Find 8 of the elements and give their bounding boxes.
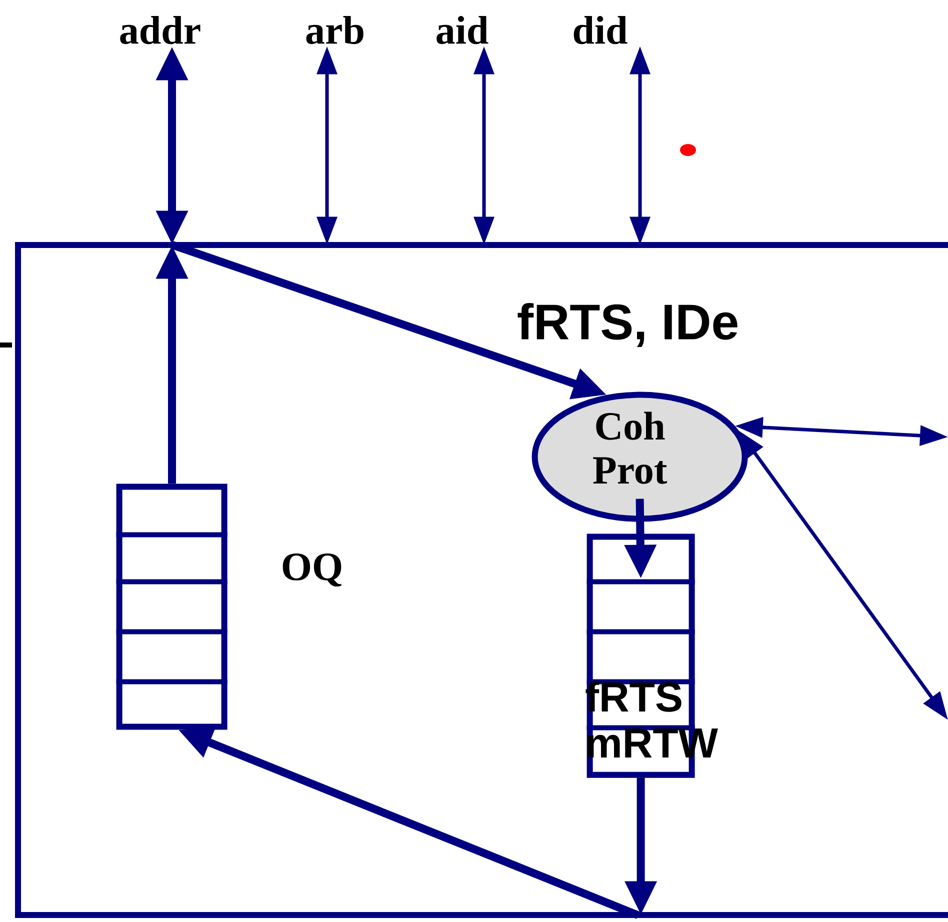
- block-frame: [15, 242, 948, 918]
- signal-label: aid: [436, 16, 488, 44]
- queue-label: OQ: [282, 554, 342, 586]
- queue-box: [116, 484, 228, 730]
- block-label: fRTS, IDe: [518, 303, 738, 347]
- signal-label: addr: [120, 16, 200, 44]
- signal-label: arb: [306, 16, 364, 44]
- signal-label: did: [574, 16, 628, 44]
